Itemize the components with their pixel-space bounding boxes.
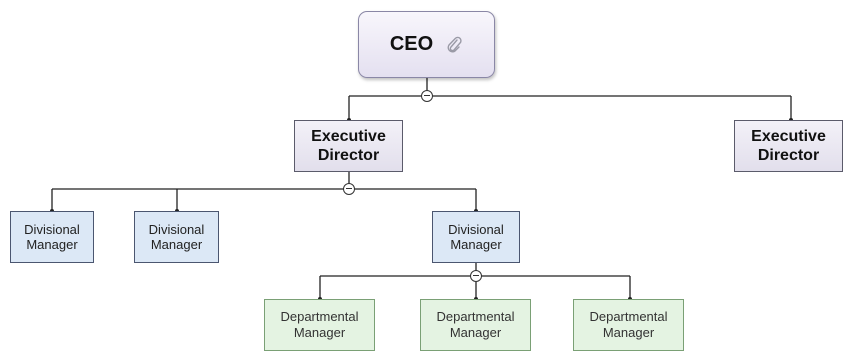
node-label-line1: Divisional — [148, 222, 205, 237]
departmental-manager-node[interactable]: Departmental Manager — [573, 299, 684, 351]
paperclip-icon[interactable] — [445, 36, 463, 54]
divisional-manager-node[interactable]: Divisional Manager — [10, 211, 94, 263]
executive-director-node[interactable]: Executive Director — [294, 120, 403, 172]
departmental-manager-node[interactable]: Departmental Manager — [264, 299, 375, 351]
executive-director-node[interactable]: Executive Director — [734, 120, 843, 172]
node-label-line1: Departmental — [280, 309, 359, 324]
ceo-label: CEO — [389, 33, 434, 55]
collapse-minus-icon[interactable] — [343, 183, 355, 195]
node-label-line2: Manager — [26, 237, 78, 252]
node-label-line2: Manager — [293, 325, 346, 340]
node-label-line1: Executive — [311, 128, 386, 145]
node-label-line1: Departmental — [436, 309, 515, 324]
divisional-manager-node[interactable]: Divisional Manager — [134, 211, 219, 263]
node-label-line2: Director — [757, 147, 820, 164]
collapse-minus-icon[interactable] — [470, 270, 482, 282]
departmental-manager-node[interactable]: Departmental Manager — [420, 299, 531, 351]
node-label-line2: Director — [317, 147, 380, 164]
node-label-line2: Manager — [449, 325, 502, 340]
node-label-line2: Manager — [450, 237, 502, 252]
node-label-line1: Executive — [751, 128, 826, 145]
ceo-node[interactable]: CEO — [358, 11, 495, 78]
node-label-line2: Manager — [602, 325, 655, 340]
divisional-manager-node[interactable]: Divisional Manager — [432, 211, 520, 263]
collapse-minus-icon[interactable] — [421, 90, 433, 102]
node-label-line1: Divisional — [24, 222, 80, 237]
node-label-line2: Manager — [150, 237, 203, 252]
node-label-line1: Divisional — [448, 222, 504, 237]
node-label-line1: Departmental — [589, 309, 668, 324]
